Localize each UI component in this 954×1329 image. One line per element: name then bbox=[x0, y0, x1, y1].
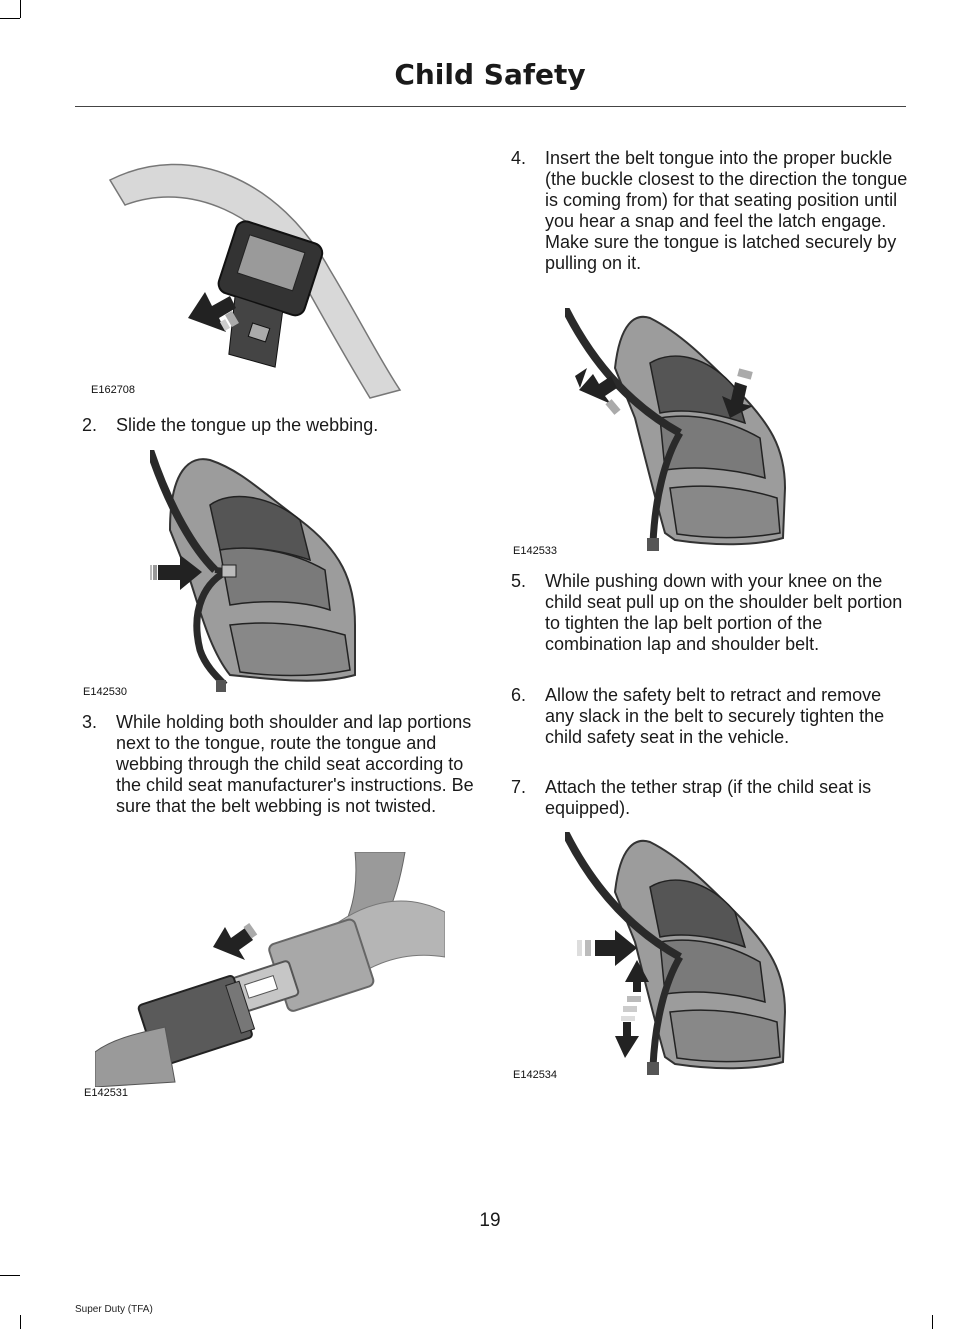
figure-code: E142534 bbox=[513, 1069, 558, 1081]
header-rule bbox=[75, 106, 906, 107]
figure-code: E162708 bbox=[91, 384, 136, 396]
step-text: Insert the belt tongue into the proper b… bbox=[545, 148, 908, 273]
belt-tongue-illustration bbox=[108, 163, 402, 399]
step-text: While holding both shoulder and lap port… bbox=[116, 712, 474, 816]
crop-mark bbox=[0, 1275, 20, 1276]
child-seat-illustration bbox=[565, 832, 787, 1075]
step-number: 3. bbox=[82, 712, 98, 732]
page-number: 19 bbox=[479, 1210, 501, 1231]
step-text: While pushing down with your knee on the… bbox=[545, 571, 903, 654]
figure-child-seat-insert bbox=[565, 308, 790, 553]
step-number: 4. bbox=[511, 148, 527, 168]
step-text: Allow the safety belt to retract and rem… bbox=[545, 685, 885, 747]
step-text: Attach the tether strap (if the child se… bbox=[545, 777, 872, 818]
crop-mark bbox=[20, 0, 21, 18]
child-seat-illustration bbox=[565, 308, 787, 551]
figure-code: E142531 bbox=[84, 1087, 129, 1099]
step-number: 5. bbox=[511, 571, 527, 591]
figure-child-seat-routing bbox=[150, 450, 370, 695]
figure-code: E142533 bbox=[513, 545, 558, 557]
page-title: Child Safety bbox=[394, 58, 586, 91]
step-number: 2. bbox=[82, 415, 98, 435]
crop-mark bbox=[20, 1315, 21, 1329]
step-number: 7. bbox=[511, 777, 527, 797]
step-number: 6. bbox=[511, 685, 527, 705]
crop-mark bbox=[0, 18, 20, 19]
figure-buckle-tongue bbox=[95, 852, 445, 1087]
figure-code: E142530 bbox=[83, 686, 128, 698]
figure-child-seat-tighten bbox=[565, 832, 790, 1077]
crop-mark bbox=[932, 1315, 933, 1329]
figure-belt-tongue bbox=[80, 140, 420, 400]
step-text: Slide the tongue up the webbing. bbox=[116, 415, 379, 435]
buckle-illustration bbox=[95, 852, 445, 1087]
child-seat-illustration bbox=[150, 450, 356, 692]
document-label: Super Duty (TFA) bbox=[75, 1304, 153, 1315]
